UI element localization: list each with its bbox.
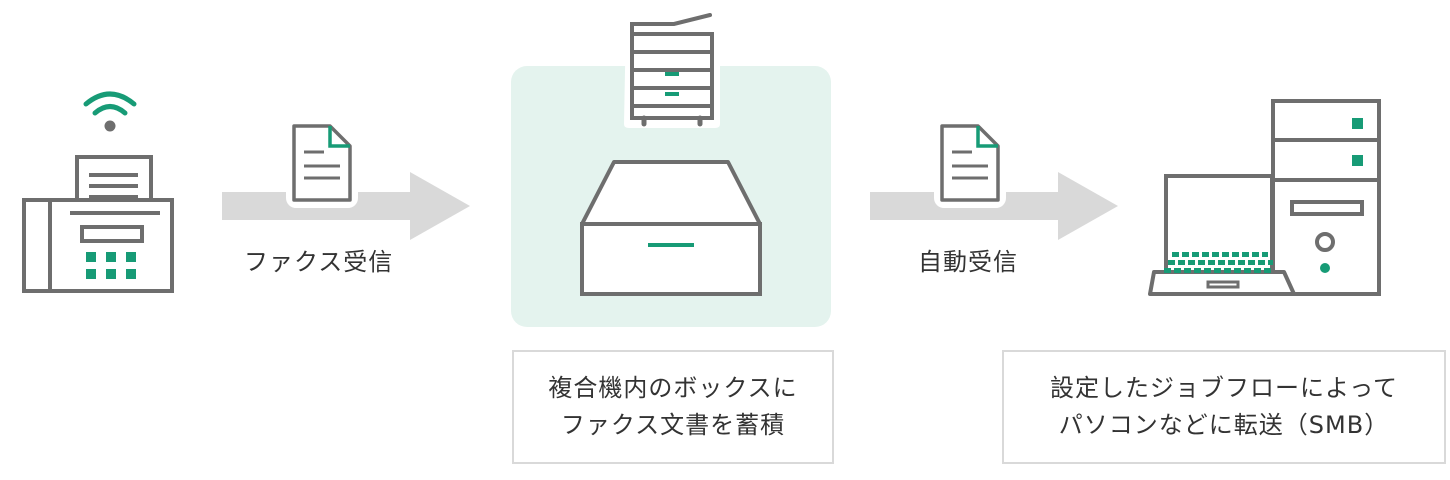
wifi-signal-icon [83,91,137,132]
document-icon [934,120,1006,208]
caption-transfer-line1: 設定したジョブフローによって [1049,374,1399,402]
flow-arrow-1 [222,172,470,240]
storage-box-icon [580,160,762,296]
document-icon [286,120,358,208]
caption-storage-line1: 複合機内のボックスに [548,374,798,402]
caption-transfer-line2: パソコンなどに転送（SMB） [1058,411,1390,439]
flow-label-auto-receive: 自動受信 [918,248,1018,276]
caption-box-storage: 複合機内のボックスに ファクス文書を蓄積 [512,350,834,464]
fax-machine-icon [22,155,174,293]
desktop-tower-icon [1271,99,1381,296]
flow-label-fax-receive: ファクス受信 [244,248,394,276]
multifunction-printer-icon [624,13,720,128]
caption-storage-line2: ファクス文書を蓄積 [560,411,786,439]
caption-box-transfer: 設定したジョブフローによって パソコンなどに転送（SMB） [1002,350,1446,464]
laptop-icon [1148,174,1296,296]
